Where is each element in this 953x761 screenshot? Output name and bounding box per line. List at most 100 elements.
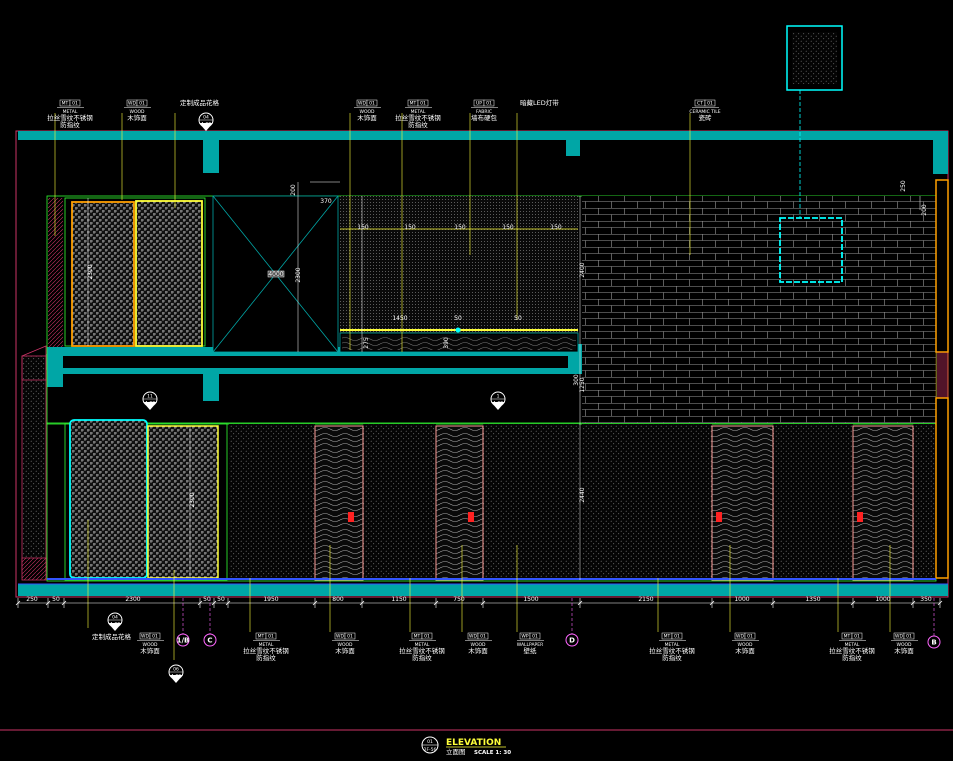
material-number: 01: [420, 101, 426, 107]
material-name-cn: 拉丝雪纹不锈钢: [395, 113, 441, 122]
grid-axis-label: 1/B: [177, 637, 190, 645]
material-number: 01: [532, 634, 538, 640]
material-name-cn: 木饰面: [140, 646, 160, 655]
section-marker[interactable]: 06A-00: [168, 664, 184, 683]
dimension-label: 200: [921, 204, 928, 216]
screen-panel-upper-right: [135, 200, 203, 347]
material-code: MT: [258, 634, 265, 640]
door-3: [711, 425, 774, 581]
material-number: 01: [486, 101, 492, 107]
dimension-label: 300: [573, 374, 580, 386]
section-marker-number: 06: [173, 667, 179, 673]
dimension-label: 2400: [579, 262, 586, 277]
material-number: 01: [707, 101, 713, 107]
material-number: 01: [906, 634, 912, 640]
material-number: 01: [747, 634, 753, 640]
material-name-cn: 木饰面: [735, 646, 755, 655]
dimension-label: 50: [203, 596, 211, 603]
ceiling-slab: [18, 131, 948, 140]
material-callout: 暗藏LED灯带: [520, 98, 559, 107]
dimension-label: 1000: [875, 596, 890, 603]
material-name-en: METAL: [415, 642, 430, 648]
section-marker[interactable]: 1A-00: [490, 391, 506, 410]
material-number: 01: [674, 634, 680, 640]
material-name-en: METAL: [845, 642, 860, 648]
material-code: MT: [62, 101, 69, 107]
dimension-label: 750: [453, 596, 465, 603]
material-name-cn: 拉丝雪纹不锈钢: [47, 113, 93, 122]
title-main: ELEVATION: [446, 738, 501, 748]
material-note: 防指纹: [662, 653, 682, 662]
material-name-en: WOOD: [360, 109, 376, 115]
section-marker[interactable]: 04A-00: [198, 112, 214, 131]
material-note: 防指纹: [842, 653, 862, 662]
material-name-en: WOOD: [738, 642, 754, 648]
dimension-label: 390: [443, 337, 450, 349]
dimension-label: 250: [900, 180, 907, 192]
section-marker-sheet: A-00: [110, 622, 120, 628]
grid-axis-marker: D: [565, 598, 579, 647]
section-marker-sheet: A-00: [145, 401, 155, 407]
upper-fabric-wall: [340, 196, 578, 352]
material-name-en: METAL: [411, 109, 426, 115]
material-code: WD: [895, 634, 903, 640]
material-code: MT: [414, 634, 421, 640]
material-code: WD: [141, 634, 149, 640]
section-marker-number: 1: [497, 394, 500, 400]
material-code: WP: [521, 634, 528, 640]
section-marker-sheet: A-00: [493, 401, 503, 407]
material-name-en: WOOD: [471, 642, 487, 648]
section-marker-sheet: A-00: [201, 122, 211, 128]
title-cn: 立面图: [446, 747, 466, 756]
material-number: 01: [139, 101, 145, 107]
material-note: 防指纹: [408, 120, 428, 129]
material-note: 防指纹: [256, 653, 276, 662]
dimension-label: 800: [332, 596, 344, 603]
material-code: WD: [128, 101, 136, 107]
material-code: UP: [476, 101, 482, 107]
grid-axis-label: D: [569, 637, 575, 645]
material-name-cn: 瓷砖: [699, 113, 713, 122]
dimension-label: 1450: [392, 315, 407, 322]
material-name-en: WOOD: [897, 642, 913, 648]
title-sub: 2F-56: [424, 747, 437, 753]
grid-axis-label: B: [931, 639, 936, 647]
dimension-label: 150: [502, 224, 514, 231]
dimension-label: 50: [52, 596, 60, 603]
grid-axis-marker: C: [203, 598, 217, 647]
dimension-label: 275: [363, 337, 370, 349]
material-note: 防指纹: [60, 120, 80, 129]
dimension-label: 150: [454, 224, 466, 231]
material-name-cn: 木饰面: [357, 113, 377, 122]
section-marker-number: 04: [112, 615, 118, 621]
material-number: 01: [268, 634, 274, 640]
dimension-label: 4000: [268, 271, 283, 278]
material-name-en: METAL: [665, 642, 680, 648]
material-number: 01: [72, 101, 78, 107]
material-code: WD: [336, 634, 344, 640]
material-name-cn: 木饰面: [468, 646, 488, 655]
material-name-cn: 拉丝雪纹不锈钢: [829, 646, 875, 655]
material-name-en: METAL: [259, 642, 274, 648]
material-callout: 定制成品花格: [92, 632, 132, 641]
material-number: 01: [152, 634, 158, 640]
material-code: WD: [736, 634, 744, 640]
screen-panel-upper-left: [71, 201, 135, 347]
section-marker-number: 11: [147, 394, 153, 400]
grid-axis-marker: B: [927, 598, 941, 649]
material-name-cn: 木饰面: [894, 646, 914, 655]
door-2: [435, 425, 484, 581]
title-block: 01 2F-56 ELEVATION 立面图 SCALE 1: 30: [421, 736, 511, 756]
material-name-cn: 墙布硬包: [471, 113, 498, 122]
dimension-label: 150: [404, 224, 416, 231]
dimension-label: 50: [217, 596, 225, 603]
material-name-en: WALLPAPER: [517, 642, 543, 648]
dimension-label: 50: [454, 315, 462, 322]
material-name-cn: 木饰面: [335, 646, 355, 655]
floor-slab: [18, 584, 948, 596]
section-marker[interactable]: 11A-00: [142, 391, 158, 410]
grid-axis-label: C: [207, 637, 212, 645]
material-name-en: WOOD: [338, 642, 354, 648]
section-marker[interactable]: 04A-00: [107, 612, 123, 631]
